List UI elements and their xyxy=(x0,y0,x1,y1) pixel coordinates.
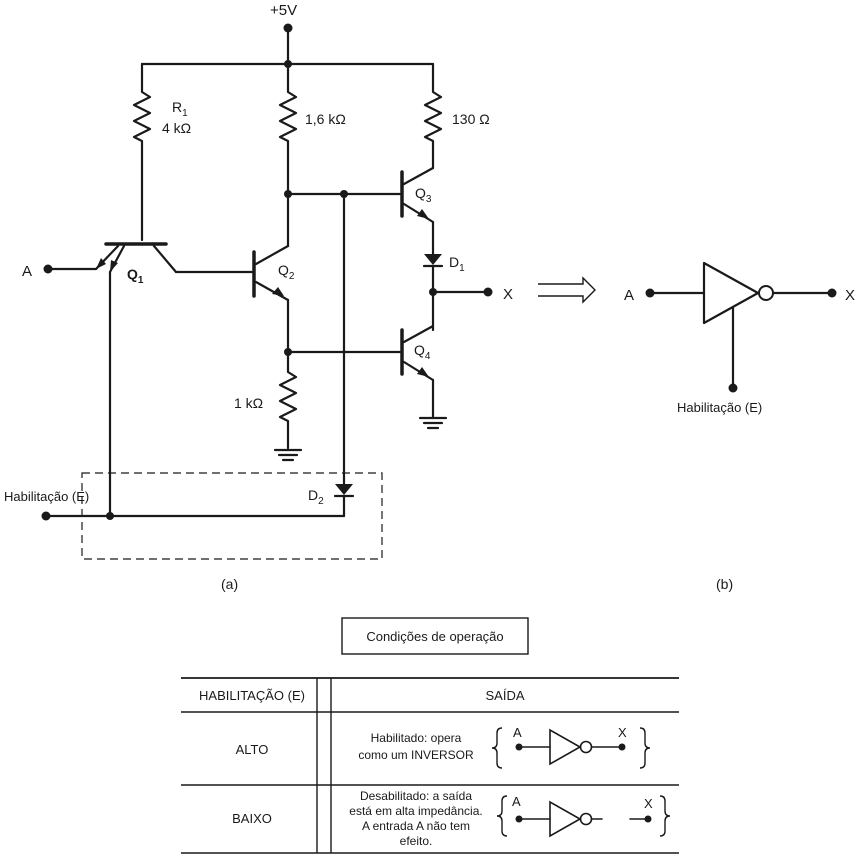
output-x-terminal xyxy=(483,287,493,297)
diode-d2 xyxy=(333,484,355,518)
symbol-enable-label: Habilitação (E) xyxy=(677,400,762,415)
header-output: SAÍDA xyxy=(485,688,524,703)
left-brace xyxy=(496,795,508,837)
caption-a: (a) xyxy=(221,576,238,592)
svg-text:efeito.: efeito. xyxy=(400,834,433,848)
table-row: ALTO Habilitado: opera como um INVERSOR … xyxy=(236,725,651,769)
r1-value: 4 kΩ xyxy=(162,120,191,136)
svg-text:como um INVERSOR: como um INVERSOR xyxy=(358,748,474,762)
right-brace xyxy=(659,795,671,837)
equivalence-arrow xyxy=(538,276,596,304)
table-title: Condições de operação xyxy=(366,629,503,644)
svg-text:Q1: Q1 xyxy=(127,266,144,286)
supply-label: +5V xyxy=(270,2,297,19)
left-brace xyxy=(491,727,503,769)
tristate-circuit: +5V R1 4 kΩ 1,6 kΩ 130 Ω A Q1 xyxy=(4,2,513,592)
resistor-r2 xyxy=(278,62,298,196)
table-row: BAIXO Desabilitado: a saída está em alta… xyxy=(232,789,671,848)
svg-text:BAIXO: BAIXO xyxy=(232,811,272,826)
svg-text:R1: R1 xyxy=(172,99,188,119)
resistor-r4 xyxy=(278,350,298,450)
svg-text:A entrada A não tem: A entrada A não tem xyxy=(362,819,470,833)
enable-circuit-box xyxy=(81,472,383,560)
diode-d1 xyxy=(422,254,444,332)
right-brace xyxy=(639,727,651,769)
transistor-q4 xyxy=(400,324,448,430)
svg-text:X: X xyxy=(644,796,653,811)
transistor-q2 xyxy=(252,192,290,354)
transistor-q3 xyxy=(400,166,435,256)
r3-value: 130 Ω xyxy=(452,111,490,127)
output-x-label: X xyxy=(503,286,513,303)
symbol-output-x-label: X xyxy=(845,287,855,304)
symbol-input-a-label: A xyxy=(624,287,634,304)
svg-text:está em alta impedância.: está em alta impedância. xyxy=(349,804,482,818)
inverter-bubble xyxy=(758,285,774,301)
svg-text:ALTO: ALTO xyxy=(236,742,269,757)
svg-text:Q4: Q4 xyxy=(414,342,431,362)
inverter-icon xyxy=(549,728,582,766)
inverter-icon xyxy=(549,800,582,838)
input-a-terminal xyxy=(43,264,53,274)
enable-label: Habilitação (E) xyxy=(4,489,89,504)
tristate-symbol: A X Habilitação (E) (b) xyxy=(624,261,855,592)
svg-text:A: A xyxy=(513,725,522,740)
svg-text:Desabilitado: a saída: Desabilitado: a saída xyxy=(360,789,472,803)
transistor-q1 xyxy=(50,242,254,518)
resistor-r3 xyxy=(423,62,443,170)
r2-value: 1,6 kΩ xyxy=(305,111,346,127)
r4-value: 1 kΩ xyxy=(234,395,263,411)
svg-text:D1: D1 xyxy=(449,254,465,274)
table-title-box xyxy=(341,617,529,655)
svg-text:Q3: Q3 xyxy=(415,185,432,205)
buffer-triangle xyxy=(702,261,760,325)
caption-b: (b) xyxy=(716,576,733,592)
resistor-r1 xyxy=(132,62,152,242)
svg-text:D2: D2 xyxy=(308,487,324,507)
svg-text:Habilitado: opera: Habilitado: opera xyxy=(371,731,462,745)
svg-text:A: A xyxy=(512,794,521,809)
operation-table: Condições de operação HABILITAÇÃO (E) SA… xyxy=(181,617,679,854)
svg-text:Q2: Q2 xyxy=(278,262,295,282)
svg-text:X: X xyxy=(618,725,627,740)
header-enable: HABILITAÇÃO (E) xyxy=(199,688,305,703)
input-a-label: A xyxy=(22,263,32,280)
